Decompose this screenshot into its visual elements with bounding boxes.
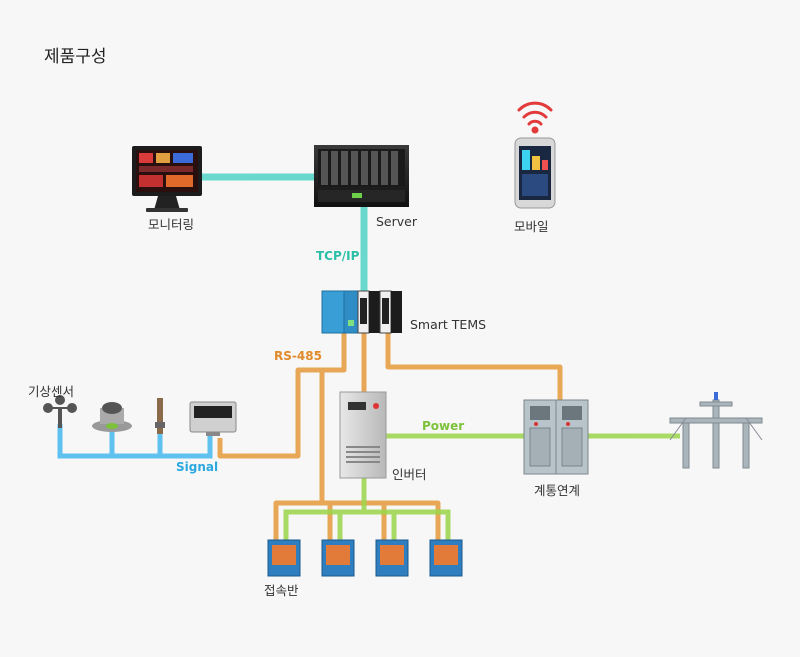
junction-box-icons [267, 539, 463, 577]
junction-box-4 [429, 539, 463, 577]
power-pole-icon [669, 392, 763, 469]
inverter-icon [339, 391, 387, 479]
pyranometer-icon [92, 402, 132, 432]
mobile-phone-icon [514, 137, 556, 209]
tcpip-links [198, 173, 368, 292]
temperature-sensor-icon [155, 398, 165, 434]
signal-label: Signal [176, 460, 219, 474]
junction-box-1 [267, 539, 301, 577]
junction-box-label: 접속반 [264, 583, 299, 598]
rs485-links [217, 333, 563, 540]
mobile-label: 모바일 [514, 219, 549, 234]
server-label: Server [376, 214, 417, 229]
monitor-icon [132, 146, 202, 212]
signal-links [57, 424, 213, 459]
page-title: 제품구성 [44, 47, 107, 67]
weather-sensor-label: 기상센서 [28, 384, 75, 399]
inverter-label: 인버터 [392, 467, 427, 482]
monitoring-label: 모니터링 [148, 217, 195, 232]
junction-box-3 [375, 539, 409, 577]
anemometer-icon [43, 395, 77, 428]
power-label: Power [422, 419, 465, 433]
server-icon [314, 145, 409, 207]
mobile-wifi-icon [517, 101, 553, 134]
power-links [283, 433, 680, 540]
smart-tems-icon [321, 290, 402, 334]
grid-label: 계통연계 [534, 483, 581, 498]
tcpip-label: TCP/IP [316, 249, 360, 263]
grid-switchgear-icon [523, 399, 589, 475]
junction-box-2 [321, 539, 355, 577]
smart-tems-label: Smart TEMS [410, 317, 487, 332]
data-logger-icon [189, 401, 237, 436]
rs485-label: RS-485 [274, 349, 322, 363]
